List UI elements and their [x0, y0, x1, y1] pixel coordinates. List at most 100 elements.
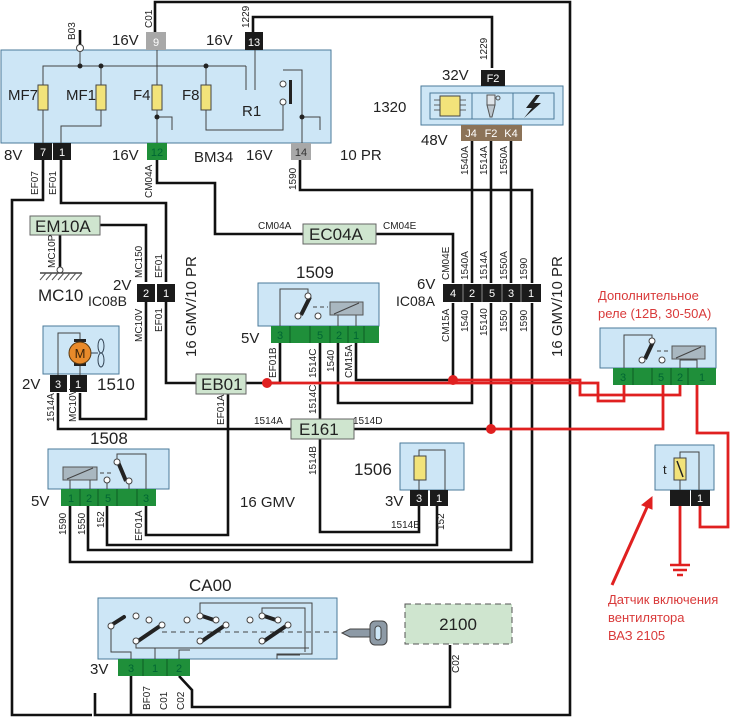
voltage-pin13: 16V [206, 32, 233, 49]
wire-1590 [298, 160, 534, 283]
svg-text:2: 2 [143, 288, 149, 300]
svg-text:14: 14 [295, 147, 307, 159]
wire-label-mc10v-motor: MC10V [68, 388, 79, 422]
pin-k4 [501, 125, 522, 141]
sensor-1506-label: 1506 [354, 460, 392, 479]
harness-wires [10, 0, 572, 717]
voltage-ic08a: 6V [417, 276, 435, 293]
ca00-label: CA00 [189, 576, 232, 595]
wire-label-ic08a-2-bottom: 1540 [460, 309, 471, 332]
fan-icon [91, 338, 105, 368]
pin-j4 [461, 125, 481, 141]
relay-1508-label: 1508 [90, 429, 128, 448]
svg-text:12: 12 [151, 147, 163, 159]
pin-9 [146, 32, 166, 50]
voltage-1510: 2V [22, 376, 40, 393]
fuse-mf1 [95, 84, 107, 111]
wire-label-ef01b: EF01B [268, 347, 279, 378]
wire-mc150 [100, 223, 148, 282]
svg-text:2: 2 [176, 663, 182, 675]
svg-text:2: 2 [336, 330, 342, 342]
added-relay-wires [262, 375, 730, 565]
label-ic08b: IC08B [88, 293, 127, 309]
voltage-pin14: 16V [246, 147, 273, 164]
fuse-f4 [151, 84, 163, 111]
wire-label-ic08a-1-top: 1590 [519, 257, 530, 280]
wire-label-1514d: 1514D [353, 416, 382, 427]
svg-text:3: 3 [128, 663, 134, 675]
wire-label-1514c: 1514C [308, 349, 319, 378]
svg-text:3: 3 [55, 379, 61, 391]
wire-cm04a [155, 160, 303, 236]
sensor-caption-3: ВАЗ 2105 [608, 628, 665, 643]
wire-label-c02-2100: C02 [451, 654, 462, 673]
svg-text:1: 1 [699, 372, 705, 384]
wire-label-mc10v: MC10V [134, 308, 145, 342]
wire-label-1514b: 1514B [391, 520, 420, 531]
pin-f2-bottom [481, 125, 501, 141]
svg-text:2: 2 [677, 372, 683, 384]
svg-text:M: M [75, 346, 86, 361]
svg-text:K4: K4 [504, 128, 517, 140]
pin-1 [53, 143, 71, 160]
pin-12 [147, 143, 167, 160]
fuse-label-mf1: MF1 [66, 87, 96, 104]
fan-temp-sensor: t 1 [654, 444, 715, 506]
sensor-caption-1: Датчик включения [608, 592, 718, 607]
wire-label-cm04a: CM04A [258, 221, 292, 232]
fuse-label-mf7: MF7 [8, 87, 38, 104]
harness-label-right: 16 GMV/10 PR [549, 256, 566, 357]
wire-label-ic08a-3-bottom: 1550 [499, 309, 510, 332]
wire-1540 [336, 303, 474, 405]
splice-dot-1514d [486, 424, 496, 434]
unit-2100: 2100 [404, 603, 513, 645]
voltage-48v: 48V [421, 132, 448, 149]
harness-label-bottom: 16 GMV [240, 494, 295, 511]
wire-label-mc150: MC150 [134, 245, 145, 278]
ecu-1320-label: 1320 [373, 99, 406, 116]
svg-text:2: 2 [469, 288, 475, 300]
wire-label-c01: C01 [144, 9, 155, 28]
voltage-ca00: 3V [90, 661, 108, 678]
pin-13 [245, 32, 263, 50]
wire-label-bf07: BF07 [142, 686, 153, 710]
extra-relay: 3 5 2 1 [599, 327, 717, 385]
bm34-fuse-box: MF7 MF1 F4 F8 R1 [0, 32, 332, 144]
svg-text:EC04A: EC04A [309, 225, 364, 244]
label-10pr: 10 PR [340, 147, 382, 164]
wire-label-1514c-e161: 1514C [308, 385, 319, 414]
svg-text:2: 2 [86, 493, 92, 505]
wire-label-ic08a-5-top: 1514A [479, 251, 490, 280]
wire-ef01-lower [164, 302, 196, 385]
wire-label-1540a: 1540A [460, 146, 471, 175]
wire-label-ic08a-4-bottom: CM15A [441, 308, 452, 342]
motor-1510-label: 1510 [97, 375, 135, 394]
wire-label-152-relay: 152 [96, 511, 107, 528]
svg-text:F2: F2 [487, 73, 500, 85]
svg-text:3: 3 [508, 288, 514, 300]
svg-text:1: 1 [75, 379, 81, 391]
harness-label-left: 16 GMV/10 PR [183, 256, 200, 357]
wire-ef01a [144, 393, 230, 537]
svg-text:5: 5 [105, 493, 111, 505]
svg-text:3: 3 [277, 330, 283, 342]
wire-label-ef01-bottom: EF01 [154, 308, 165, 332]
extra-relay-caption-1: Дополнительное [598, 288, 699, 303]
voltage-1506: 3V [385, 493, 403, 510]
svg-text:4: 4 [450, 288, 456, 300]
bm34-label: BM34 [194, 149, 233, 166]
svg-text:3: 3 [620, 372, 626, 384]
splice-eb01: EB01 [195, 373, 247, 395]
wire-label-ic08a-2-top: 1540A [460, 251, 471, 280]
svg-text:3: 3 [416, 493, 422, 505]
fuse-mf7 [37, 84, 49, 111]
wire-label-1540-relay: 1540 [326, 349, 337, 372]
svg-text:1: 1 [68, 493, 74, 505]
svg-text:9: 9 [153, 37, 159, 49]
pointer-arrow-icon [610, 495, 653, 586]
injector-icon [486, 94, 501, 118]
wire-cm04e [376, 232, 455, 283]
voltage-32v: 32V [442, 67, 469, 84]
svg-text:3: 3 [143, 493, 149, 505]
svg-text:EM10A: EM10A [35, 217, 91, 236]
